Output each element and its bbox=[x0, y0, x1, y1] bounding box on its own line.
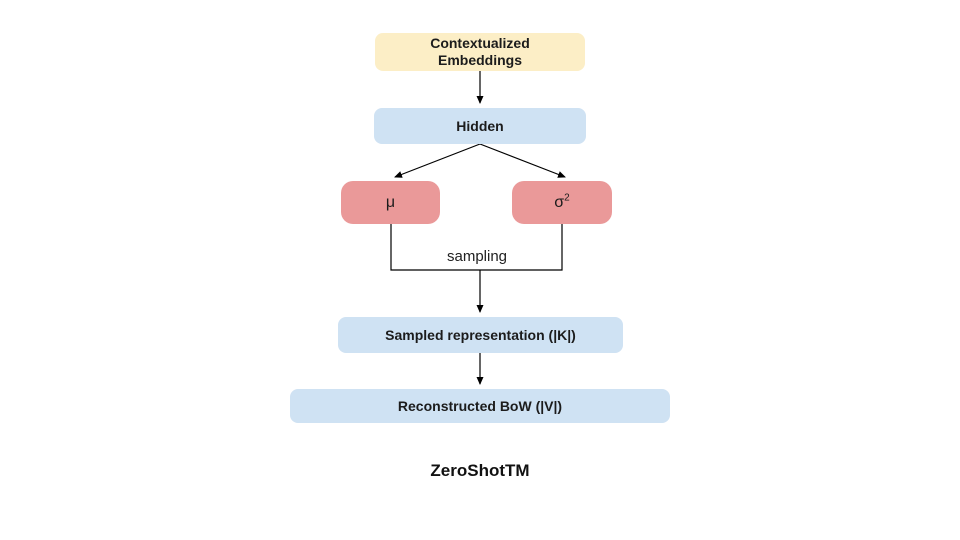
sampling-bracket-line bbox=[390, 224, 563, 271]
arrow-hidden-to-sigma bbox=[479, 143, 566, 178]
node-label: σ2 bbox=[554, 192, 570, 211]
arrow-hidden-to-mu bbox=[394, 143, 481, 178]
node-reconstructed-bow: Reconstructed BoW (|V|) bbox=[290, 389, 670, 423]
sigma-exponent: 2 bbox=[564, 192, 570, 204]
node-label: Hidden bbox=[456, 117, 504, 134]
node-contextualized-embeddings: Contextualized Embeddings bbox=[375, 33, 585, 71]
node-label: Reconstructed BoW (|V|) bbox=[397, 397, 563, 414]
node-label-line1: Contextualized bbox=[430, 35, 530, 52]
node-mu: μ bbox=[341, 181, 440, 224]
edge-label-sampling: sampling bbox=[446, 248, 508, 265]
node-hidden: Hidden bbox=[374, 108, 586, 144]
node-label: μ bbox=[385, 193, 396, 211]
diagram-title: ZeroShotTM bbox=[430, 461, 530, 480]
node-label: Sampled representation (|K|) bbox=[385, 326, 576, 343]
node-label-line2: Embeddings bbox=[437, 52, 522, 68]
node-sampled-representation: Sampled representation (|K|) bbox=[338, 317, 623, 353]
node-sigma-squared: σ2 bbox=[512, 181, 612, 224]
